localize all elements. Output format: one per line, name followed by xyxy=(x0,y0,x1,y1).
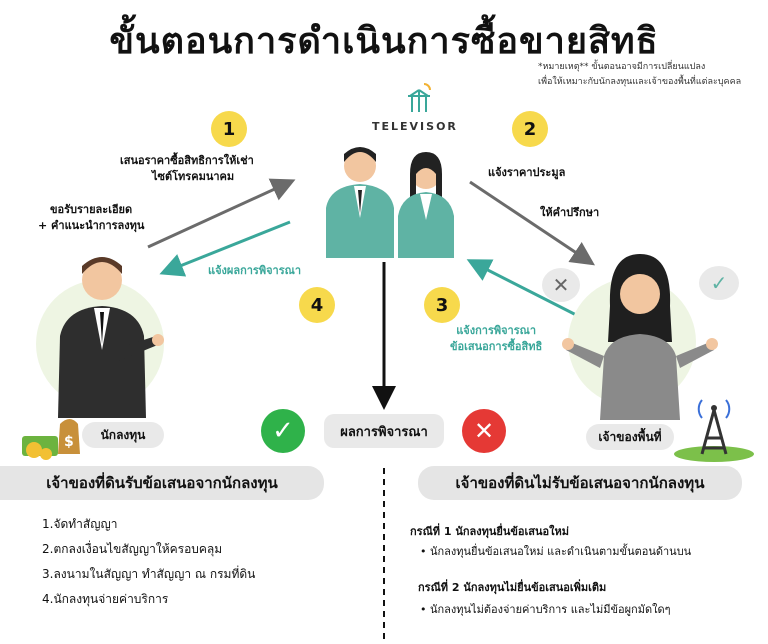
investor-label: นักลงทุน xyxy=(82,422,164,448)
step1-label: เสนอราคาซื้อสิทธิการให้เช่า ไซต์โทรคมนาค… xyxy=(120,153,254,185)
arrow-step2 xyxy=(469,180,595,266)
investor-illustration xyxy=(58,257,164,418)
step1-label-line-1: เสนอราคาซื้อสิทธิการให้เช่า xyxy=(120,154,254,167)
investor-request-line-2: + คำแนะนำการลงทุน xyxy=(38,219,145,232)
step2-label-line-2: ให้คำปรึกษา xyxy=(540,206,600,219)
arrow-step4 xyxy=(159,220,291,277)
result-label: ผลการพิจารณา xyxy=(324,414,444,448)
case2-item: • นักลงทุนไม่ต้องจ่ายค่าบริการ และไม่มีข… xyxy=(420,603,671,616)
accept-bubble-icon: ✓ xyxy=(699,266,739,300)
accept-item-2: 2.ตกลงเงื่อนไขสัญญาให้ครอบคลุม xyxy=(42,542,223,556)
case2-item-text: นักลงทุนไม่ต้องจ่ายค่าบริการ และไม่มีข้อ… xyxy=(430,603,671,616)
note-line-1: *หมายเหตุ** ขั้นตอนอาจมีการเปลี่ยนแปลง xyxy=(538,62,706,72)
accept-item-1: 1.จัดทำสัญญา xyxy=(42,517,118,531)
step-1-badge: 1 xyxy=(211,111,247,147)
reject-banner: เจ้าของที่ดินไม่รับข้อเสนอจากนักลงทุน xyxy=(418,466,742,500)
arrow-step3 xyxy=(466,259,591,324)
svg-text:$: $ xyxy=(64,434,74,450)
step3-label-line-2: ข้อเสนอการซื้อสิทธิ xyxy=(450,340,543,353)
investor-request-line-1: ขอรับรายละเอียด xyxy=(50,203,133,216)
case1-item-text: นักลงทุนยื่นข้อเสนอใหม่ และดำเนินตามขั้น… xyxy=(430,545,692,558)
reject-bubble-icon: ✕ xyxy=(542,268,580,302)
tower-icon xyxy=(674,399,754,462)
accept-check-icon: ✓ xyxy=(261,409,305,453)
note-line-2: เพื่อให้เหมาะกับนักลงทุนและเจ้าของพื้นที… xyxy=(538,77,742,87)
consultants-illustration xyxy=(318,138,468,258)
step4-label: แจ้งผลการพิจารณา xyxy=(208,264,302,277)
note: *หมายเหตุ** ขั้นตอนอาจมีการเปลี่ยนแปลง เ… xyxy=(538,60,741,90)
page-title: ขั้นตอนการดำเนินการซื้อขายสิทธิ xyxy=(109,21,659,62)
accept-banner: เจ้าของที่ดินรับข้อเสนอจากนักลงทุน xyxy=(0,466,324,500)
step3-label: แจ้งการพิจารณา ข้อเสนอการซื้อสิทธิ xyxy=(450,323,542,355)
case1-title: กรณีที่ 1 นักลงทุนยื่นข้อเสนอใหม่ xyxy=(410,525,569,538)
accept-list: 1.จัดทำสัญญา 2.ตกลงเงื่อนไขสัญญาให้ครอบค… xyxy=(42,512,255,612)
reject-x-icon: ✕ xyxy=(462,409,506,453)
money-icon: $ xyxy=(22,419,80,460)
owner-illustration xyxy=(562,254,718,420)
case1-item: • นักลงทุนยื่นข้อเสนอใหม่ และดำเนินตามขั… xyxy=(420,545,692,558)
accept-item-3: 3.ลงนามในสัญญา ทำสัญญา ณ กรมที่ดิน xyxy=(42,567,256,581)
investor-request-label: ขอรับรายละเอียด + คำแนะนำการลงทุน xyxy=(38,202,144,234)
arrow-step1 xyxy=(147,178,296,249)
step-4-badge: 4 xyxy=(299,287,335,323)
antenna-logo-icon xyxy=(408,83,431,112)
step3-label-line-1: แจ้งการพิจารณา xyxy=(456,324,537,337)
step1-label-line-2: ไซต์โทรคมนาคม xyxy=(152,170,235,183)
step2-label-line-1: แจ้งราคาประมูล xyxy=(488,166,566,179)
case2-title: กรณีที่ 2 นักลงทุนไม่ยื่นข้อเสนอเพิ่มเติ… xyxy=(418,581,607,594)
owner-label: เจ้าของพื้นที่ xyxy=(586,424,674,450)
brand-name: TELEVISOR xyxy=(372,120,458,133)
step-2-badge: 2 xyxy=(512,111,548,147)
step-3-badge: 3 xyxy=(424,287,460,323)
accept-item-4: 4.นักลงทุนจ่ายค่าบริการ xyxy=(42,592,169,606)
